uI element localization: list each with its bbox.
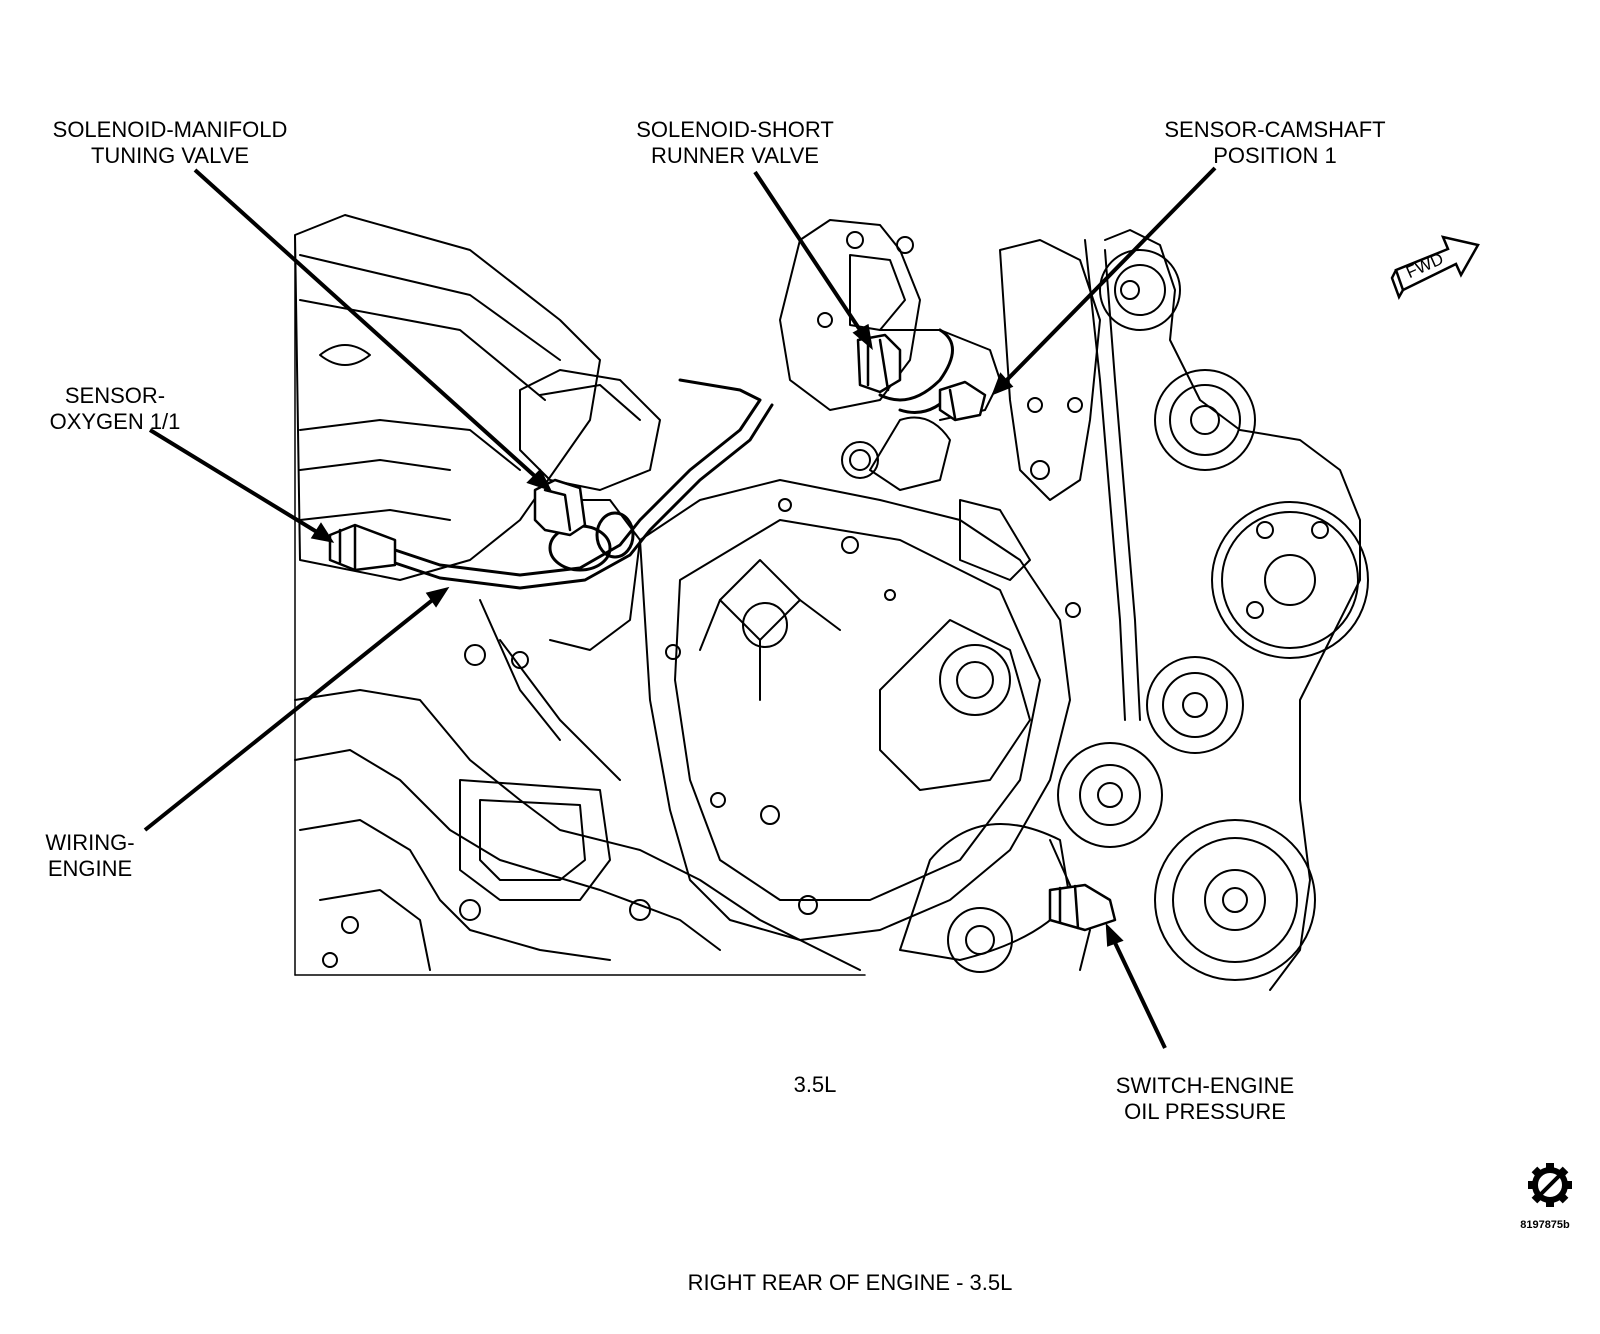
engine-block bbox=[294, 599, 861, 971]
oil-pressure-switch bbox=[1048, 883, 1117, 932]
callout-wiring-engine: WIRING- ENGINE bbox=[30, 830, 150, 882]
timing-cover bbox=[639, 479, 1081, 941]
engine-size-label: 3.5L bbox=[793, 1072, 837, 1097]
callout-camshaft-position: SENSOR-CAMSHAFT POSITION 1 bbox=[1135, 117, 1415, 169]
oxygen-sensor-connector bbox=[328, 523, 397, 572]
gear-icon bbox=[1528, 1163, 1572, 1207]
side-bracket bbox=[778, 239, 1140, 581]
figure-id: 8197875b bbox=[1520, 1219, 1570, 1231]
callout-oxygen-sensor: SENSOR- OXYGEN 1/1 bbox=[40, 383, 190, 435]
callout-oil-pressure-switch: SWITCH-ENGINE OIL PRESSURE bbox=[1090, 1073, 1320, 1125]
callout-manifold-tuning-valve: SOLENOID-MANIFOLD TUNING VALVE bbox=[30, 117, 310, 169]
callout-line: SWITCH-ENGINE bbox=[1115, 1073, 1295, 1098]
callout-line: SENSOR- bbox=[64, 383, 166, 408]
forward-arrow-icon bbox=[1390, 235, 1480, 300]
belt-drive bbox=[899, 229, 1369, 991]
upper-bracket bbox=[779, 219, 1001, 491]
callout-line: TUNING VALVE bbox=[90, 143, 250, 168]
callout-line: OIL PRESSURE bbox=[1124, 1099, 1286, 1124]
intake-manifold bbox=[294, 214, 661, 651]
short-runner-valve-connector bbox=[856, 333, 902, 394]
callout-line: OXYGEN 1/1 bbox=[49, 409, 181, 434]
callout-line: POSITION 1 bbox=[1213, 143, 1337, 168]
callout-line: RUNNER VALVE bbox=[651, 143, 819, 168]
callout-line: SENSOR-CAMSHAFT bbox=[1164, 117, 1386, 142]
leader-lines bbox=[143, 166, 1217, 1049]
callout-line: ENGINE bbox=[47, 856, 133, 881]
manifold-tuning-valve-connector bbox=[533, 478, 587, 537]
callout-line: WIRING- bbox=[45, 830, 135, 855]
callout-short-runner-valve: SOLENOID-SHORT RUNNER VALVE bbox=[615, 117, 855, 169]
camshaft-sensor-connector bbox=[938, 380, 987, 422]
figure-caption: RIGHT REAR OF ENGINE - 3.5L bbox=[687, 1270, 1013, 1295]
callout-line: SOLENOID-MANIFOLD bbox=[52, 117, 288, 142]
callout-line: SOLENOID-SHORT bbox=[636, 117, 834, 142]
